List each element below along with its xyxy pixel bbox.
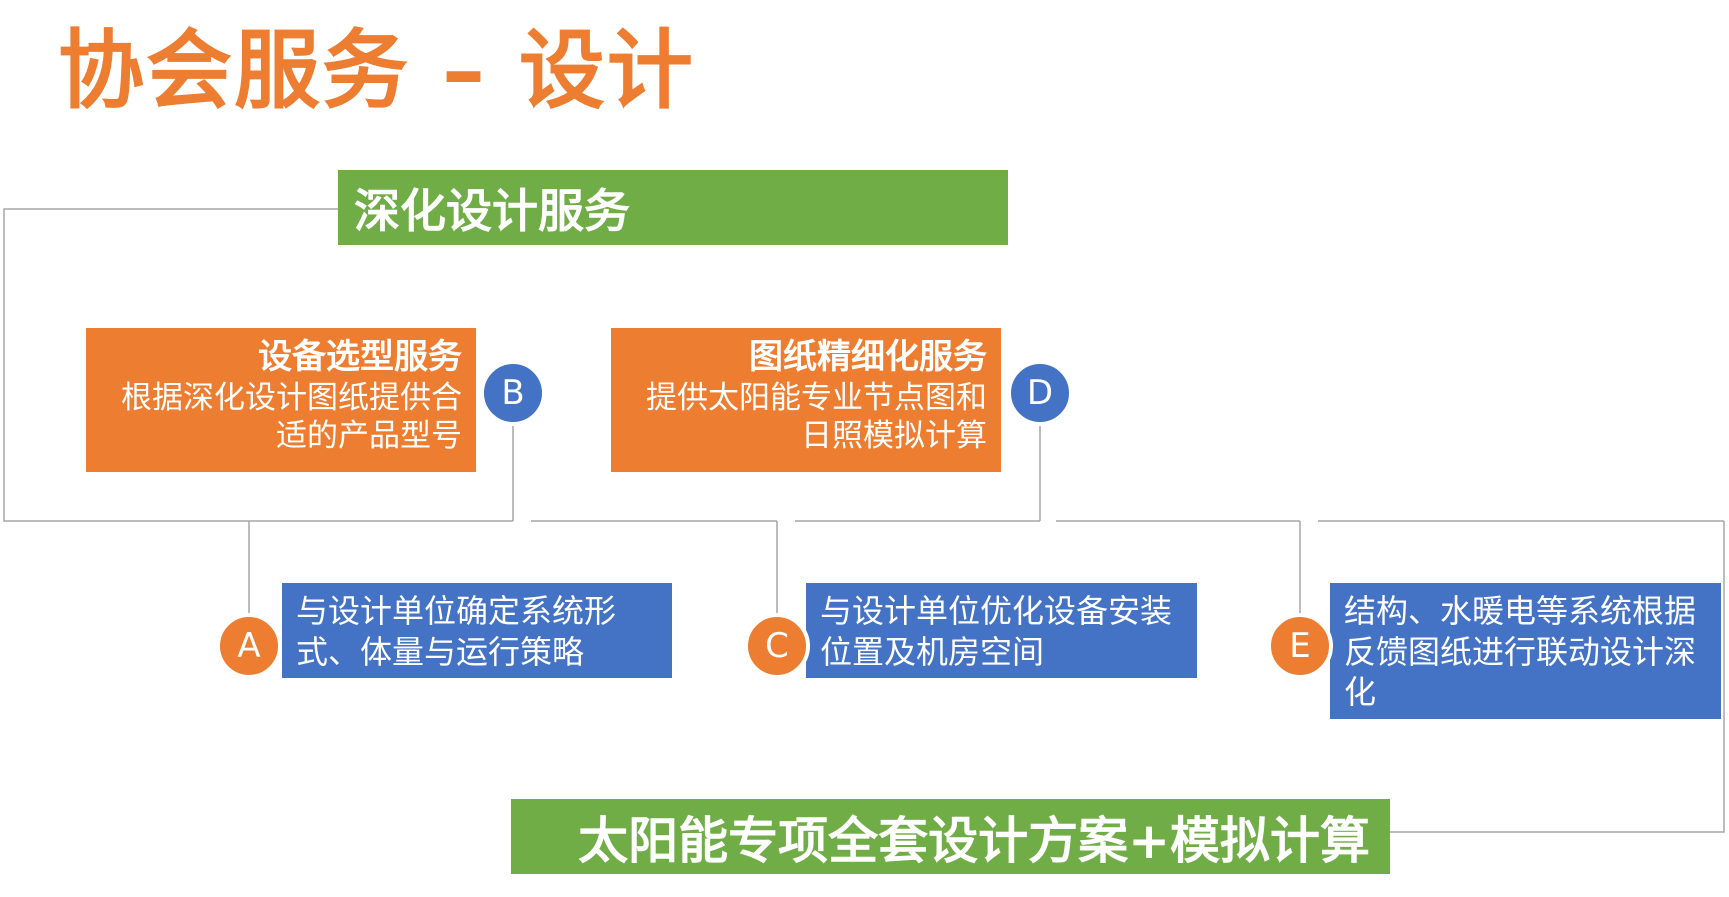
step-box-a: 与设计单位确定系统形式、体量与运行策略	[282, 583, 672, 678]
step-a-text: 与设计单位确定系统形式、体量与运行策略	[296, 592, 617, 671]
step-box-c: 与设计单位优化设备安装位置及机房空间	[806, 583, 1197, 678]
step-box-e: 结构、水暖电等系统根据反馈图纸进行联动设计深化	[1330, 583, 1721, 719]
marker-e: E	[1267, 613, 1333, 679]
drawing-refinement-box: 图纸精细化服务 提供太阳能专业节点图和日照模拟计算	[611, 328, 1001, 472]
detailed-design-service-bar: 深化设计服务	[338, 170, 1008, 245]
equipment-selection-body: 根据深化设计图纸提供合适的产品型号	[121, 379, 462, 455]
drawing-refinement-heading: 图纸精细化服务	[749, 337, 987, 377]
marker-d: D	[1007, 360, 1073, 426]
marker-b: B	[480, 360, 546, 426]
marker-d-label: D	[1026, 373, 1054, 413]
top-bar-label: 深化设计服务	[354, 183, 630, 238]
marker-c: C	[744, 613, 810, 679]
marker-e-label: E	[1289, 626, 1311, 666]
bottom-bar-label: 太阳能专项全套设计方案+模拟计算	[578, 811, 1370, 870]
page-title: 协会服务 – 设计	[58, 21, 695, 121]
drawing-refinement-body: 提供太阳能专业节点图和日照模拟计算	[646, 379, 987, 455]
step-e-text: 结构、水暖电等系统根据反馈图纸进行联动设计深化	[1344, 592, 1697, 712]
full-solar-design-bar: 太阳能专项全套设计方案+模拟计算	[511, 799, 1390, 874]
step-c-text: 与设计单位优化设备安装位置及机房空间	[820, 592, 1173, 671]
equipment-selection-box: 设备选型服务 根据深化设计图纸提供合适的产品型号	[86, 328, 476, 472]
marker-a-label: A	[237, 626, 261, 666]
equipment-selection-heading: 设备选型服务	[258, 337, 462, 377]
marker-b-label: B	[501, 373, 525, 413]
marker-c-label: C	[765, 626, 789, 666]
marker-a: A	[216, 613, 282, 679]
